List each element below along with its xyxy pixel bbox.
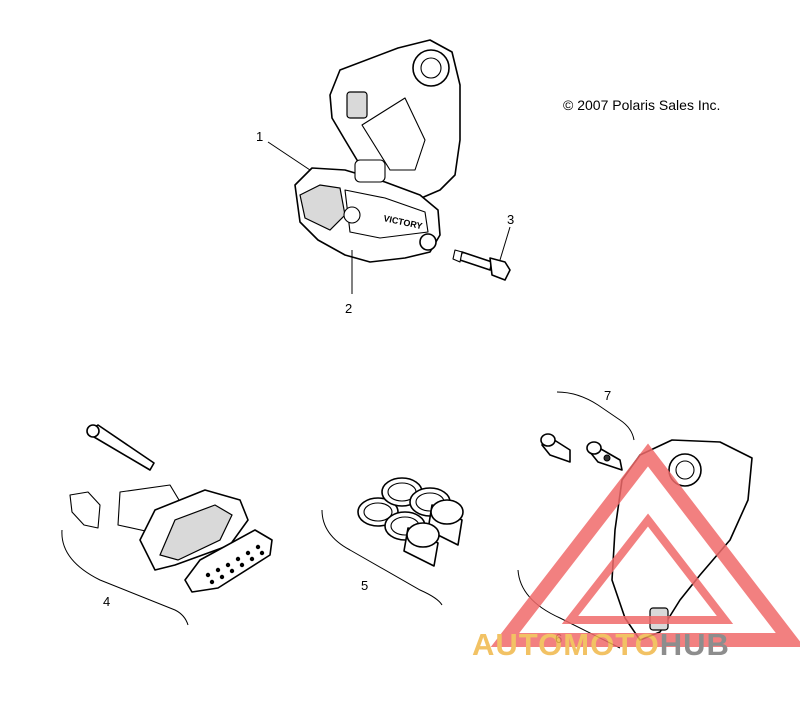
caliper-bolt bbox=[452, 249, 511, 281]
callout-5: 5 bbox=[361, 578, 368, 593]
bushing-marker bbox=[603, 454, 611, 462]
bracket-tab bbox=[346, 91, 368, 119]
caliper-bleeder-boss bbox=[354, 159, 386, 183]
callout-2: 2 bbox=[345, 301, 352, 316]
caliper-bracket-assembly: VICTORY bbox=[267, 39, 511, 294]
piston-seal-kit bbox=[321, 477, 464, 606]
caliper-mount-boss bbox=[419, 233, 437, 251]
callout-3: 3 bbox=[507, 212, 514, 227]
svg-text:AUTOMOTOHUB: AUTOMOTOHUB bbox=[472, 627, 730, 662]
watermark-text-automoto: AUTOMOTO bbox=[472, 627, 660, 662]
watermark-triangle-inner bbox=[561, 513, 734, 624]
watermark-text-hub: HUB bbox=[660, 627, 730, 662]
copyright-text: © 2007 Polaris Sales Inc. bbox=[563, 97, 720, 113]
brace-4 bbox=[61, 529, 189, 626]
bracket-bushings bbox=[540, 391, 635, 471]
brake-pad-face bbox=[159, 504, 233, 561]
watermark-logo: AUTOMOTOHUB bbox=[472, 443, 800, 662]
leader-1 bbox=[267, 141, 311, 171]
leader-3 bbox=[499, 226, 511, 261]
brake-pad-kit bbox=[61, 424, 273, 626]
callout-1: 1 bbox=[256, 129, 263, 144]
caliper-pin-boss bbox=[343, 206, 361, 224]
pad-pin-head bbox=[86, 424, 100, 438]
pad-friction-holes bbox=[205, 544, 265, 585]
bracket-6 bbox=[611, 439, 753, 641]
callout-7: 7 bbox=[604, 388, 611, 403]
callout-4: 4 bbox=[103, 594, 110, 609]
bracket-cutout bbox=[361, 97, 426, 171]
pad-clip-left bbox=[69, 491, 101, 529]
brace-7 bbox=[556, 391, 635, 441]
bracket-upper-hole-inner bbox=[420, 57, 442, 79]
replacement-bracket bbox=[517, 439, 753, 649]
caliper-logo-panel bbox=[344, 189, 429, 239]
brace-5 bbox=[321, 509, 443, 606]
watermark-triangle bbox=[490, 443, 800, 647]
